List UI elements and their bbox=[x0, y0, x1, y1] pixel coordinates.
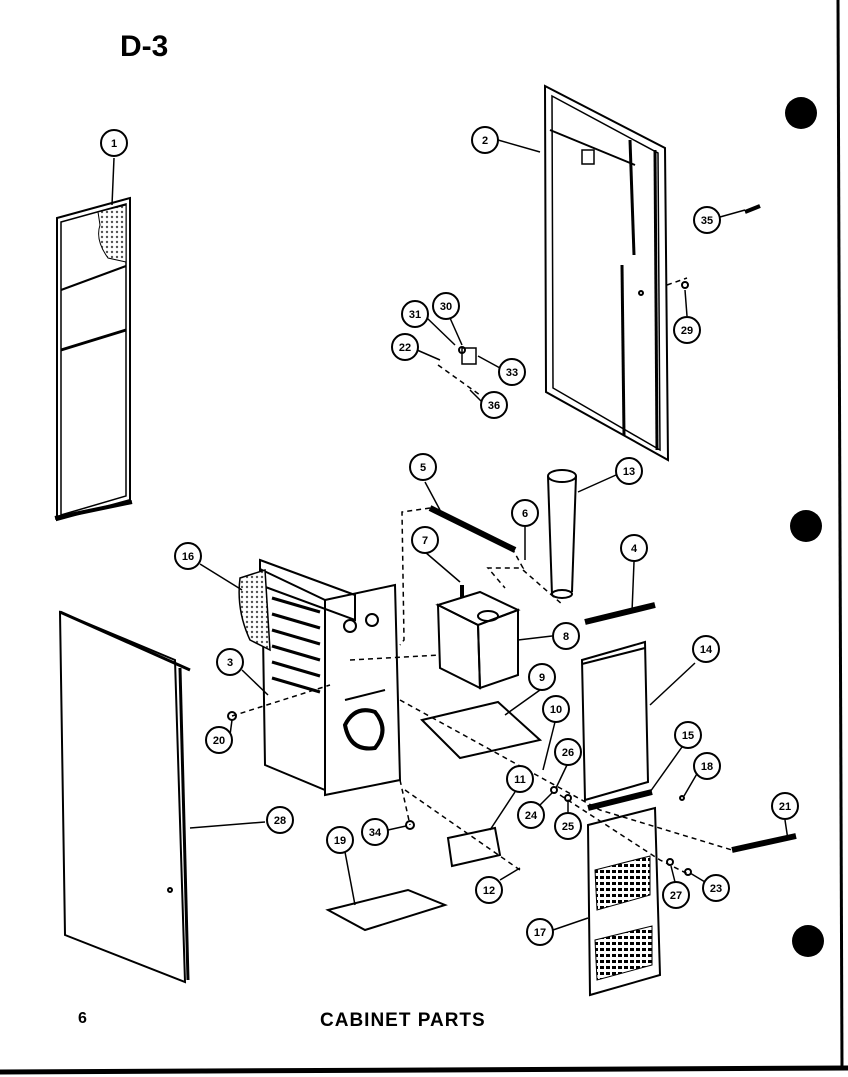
svg-text:34: 34 bbox=[369, 827, 382, 839]
callout-14: 14 bbox=[649, 635, 720, 706]
grille-panel-part-17 bbox=[586, 806, 662, 997]
svg-text:24: 24 bbox=[525, 810, 538, 822]
filter-part-19 bbox=[325, 888, 448, 932]
callout-17: 17 bbox=[526, 917, 589, 946]
callout-8: 8 bbox=[517, 622, 580, 650]
callout-18: 18 bbox=[683, 752, 721, 797]
svg-text:26: 26 bbox=[562, 747, 574, 759]
callout-30: 30 bbox=[432, 292, 463, 346]
svg-text:8: 8 bbox=[563, 631, 569, 643]
callout-13: 13 bbox=[577, 457, 643, 493]
callout-12: 12 bbox=[475, 867, 521, 904]
svg-text:35: 35 bbox=[701, 215, 713, 227]
rail-part-21 bbox=[731, 833, 797, 853]
callout-11: 11 bbox=[489, 765, 534, 831]
svg-text:30: 30 bbox=[440, 301, 452, 313]
svg-text:21: 21 bbox=[779, 801, 791, 813]
control-box-part-8 bbox=[435, 585, 521, 690]
svg-text:12: 12 bbox=[483, 885, 495, 897]
svg-text:15: 15 bbox=[682, 730, 694, 742]
callout-15: 15 bbox=[649, 721, 702, 793]
svg-text:22: 22 bbox=[399, 342, 411, 354]
flue-pipe-part-13 bbox=[547, 469, 577, 599]
door-panel-part-1 bbox=[54, 196, 133, 522]
svg-text:36: 36 bbox=[488, 400, 500, 412]
callout-23: 23 bbox=[689, 872, 730, 902]
callout-9: 9 bbox=[504, 663, 556, 716]
side-panel-part-2 bbox=[543, 84, 670, 462]
rail-part-5 bbox=[428, 505, 517, 553]
svg-text:16: 16 bbox=[182, 551, 194, 563]
svg-text:19: 19 bbox=[334, 835, 346, 847]
svg-text:1: 1 bbox=[111, 138, 117, 150]
callout-5: 5 bbox=[409, 453, 441, 511]
bar-part-4 bbox=[584, 602, 656, 625]
svg-text:31: 31 bbox=[409, 309, 421, 321]
svg-text:13: 13 bbox=[623, 466, 635, 478]
callout-16: 16 bbox=[174, 542, 243, 591]
diagram-caption: CABINET PARTS bbox=[320, 1010, 486, 1031]
svg-text:10: 10 bbox=[550, 704, 562, 716]
callout-2: 2 bbox=[471, 126, 541, 154]
callout-21: 21 bbox=[771, 792, 799, 841]
svg-text:14: 14 bbox=[700, 644, 713, 656]
callout-29: 29 bbox=[673, 289, 701, 344]
front-panel-part-28 bbox=[58, 610, 191, 984]
callout-22: 22 bbox=[391, 333, 441, 361]
callout-24: 24 bbox=[517, 791, 554, 829]
svg-text:23: 23 bbox=[710, 883, 722, 895]
svg-text:28: 28 bbox=[274, 815, 286, 827]
callout-28: 28 bbox=[189, 806, 294, 834]
callout-33: 33 bbox=[477, 355, 526, 386]
svg-text:7: 7 bbox=[422, 535, 428, 547]
callout-36: 36 bbox=[469, 389, 508, 419]
svg-text:4: 4 bbox=[631, 543, 638, 555]
svg-text:5: 5 bbox=[420, 462, 426, 474]
callout-19: 19 bbox=[326, 826, 356, 906]
binder-hole-middle bbox=[790, 510, 822, 542]
svg-text:17: 17 bbox=[534, 927, 546, 939]
callout-6: 6 bbox=[511, 499, 539, 560]
svg-text:27: 27 bbox=[670, 890, 682, 902]
binder-hole-top bbox=[785, 97, 817, 129]
svg-text:11: 11 bbox=[514, 774, 526, 786]
svg-text:6: 6 bbox=[522, 508, 528, 520]
svg-text:9: 9 bbox=[539, 672, 545, 684]
callout-34: 34 bbox=[361, 818, 407, 846]
svg-text:20: 20 bbox=[213, 735, 225, 747]
callout-4: 4 bbox=[620, 534, 648, 613]
svg-text:2: 2 bbox=[482, 135, 488, 147]
page-title: D-3 bbox=[120, 30, 169, 63]
svg-text:33: 33 bbox=[506, 367, 518, 379]
svg-text:25: 25 bbox=[562, 821, 574, 833]
callouts: 1 2 3 4 5 6 7 8 9 10 11 12 13 14 15 16 1… bbox=[100, 126, 799, 946]
strip-part-15 bbox=[587, 789, 653, 811]
assembly-leader-lines bbox=[231, 277, 733, 876]
callout-7: 7 bbox=[411, 526, 461, 583]
blower-housing-part-3 bbox=[238, 558, 402, 797]
callout-25: 25 bbox=[554, 800, 582, 840]
callout-31: 31 bbox=[401, 300, 456, 346]
callout-3: 3 bbox=[216, 648, 269, 696]
callout-35: 35 bbox=[693, 206, 746, 234]
panel-part-14 bbox=[580, 640, 650, 802]
svg-text:18: 18 bbox=[701, 761, 713, 773]
svg-text:29: 29 bbox=[681, 325, 693, 337]
callout-10: 10 bbox=[542, 695, 570, 771]
svg-text:3: 3 bbox=[227, 657, 233, 669]
callout-20: 20 bbox=[205, 719, 233, 754]
callout-26: 26 bbox=[554, 738, 582, 789]
bracket-part-11 bbox=[446, 826, 502, 868]
callout-27: 27 bbox=[662, 865, 690, 909]
page-number: 6 bbox=[78, 1010, 87, 1027]
binder-hole-bottom bbox=[792, 925, 824, 957]
callout-1: 1 bbox=[100, 129, 128, 206]
tray-part-9 bbox=[420, 700, 543, 760]
